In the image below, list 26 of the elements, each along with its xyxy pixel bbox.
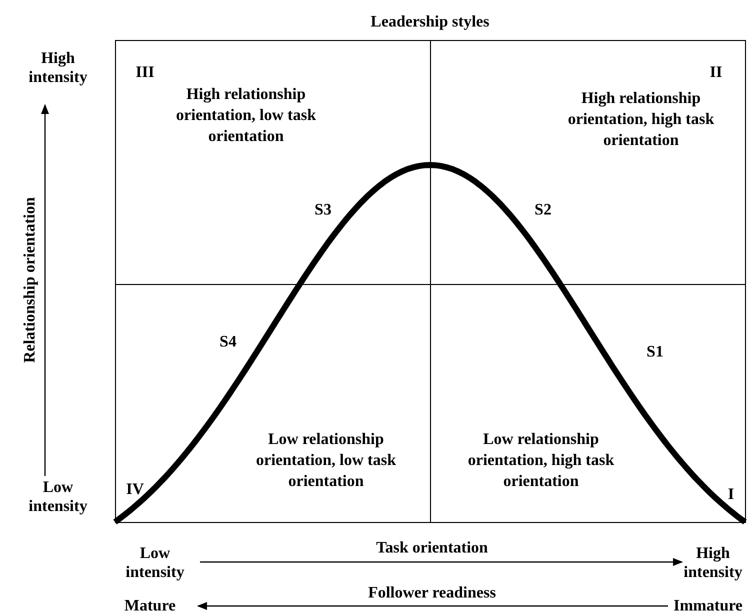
- quadrant-panel: [115, 40, 431, 285]
- quadrant-numeral: I: [726, 485, 736, 505]
- quadrant-description: Low relationship orientation, low task orientation: [255, 430, 397, 492]
- axis-title: Relationship orientation: [20, 197, 40, 363]
- axis-label: Mature: [124, 596, 176, 615]
- curve-label: S4: [220, 332, 236, 352]
- axis-label: Immature: [673, 596, 743, 615]
- axis-label: High intensity: [682, 544, 744, 582]
- axis-label: Low intensity: [124, 544, 186, 582]
- curve-label: S3: [314, 200, 332, 220]
- curve-label: S2: [534, 200, 552, 220]
- quadrant-numeral: II: [708, 63, 724, 83]
- quadrant-panel: [430, 284, 746, 523]
- quadrant-description: Low relationship orientation, high task orientation: [466, 430, 616, 492]
- axis-title: Follower readiness: [368, 583, 496, 603]
- axis-label: High intensity: [28, 48, 88, 88]
- axis-label: Low intensity: [28, 478, 88, 516]
- quadrant-description: High relationship orientation, low task orientation: [175, 85, 317, 147]
- quadrant-panel: [115, 284, 431, 523]
- quadrant-numeral: III: [134, 63, 156, 83]
- quadrant-panel: [430, 40, 746, 285]
- quadrant-description: High relationship orientation, high task orientation: [566, 89, 716, 151]
- quadrant-numeral: IV: [125, 480, 145, 500]
- curve-label: S1: [646, 342, 664, 362]
- chart-title: Leadership styles: [370, 12, 490, 32]
- axis-title: Task orientation: [376, 538, 488, 558]
